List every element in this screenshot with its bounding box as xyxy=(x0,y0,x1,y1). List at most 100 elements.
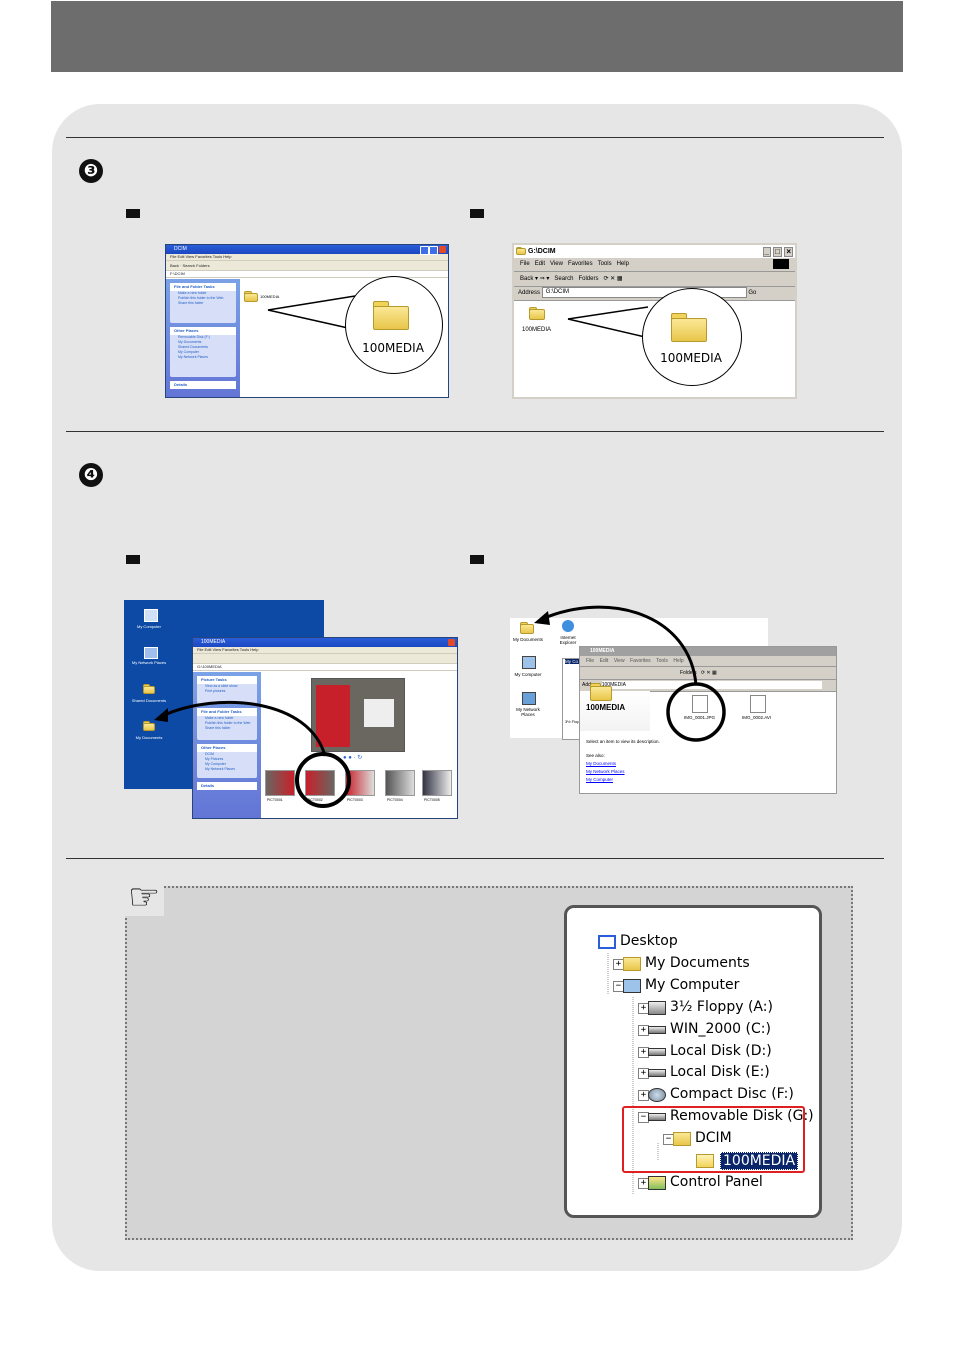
place-link[interactable]: Shared Documents xyxy=(178,345,208,349)
task-link[interactable]: Make a new folder xyxy=(178,291,207,295)
task-link[interactable]: Make a new folder xyxy=(205,716,234,720)
link-my-documents[interactable]: My Documents xyxy=(586,761,617,766)
menu-file[interactable]: File xyxy=(586,658,595,664)
toolbar[interactable]: Back · Search Folders xyxy=(166,261,448,271)
tree-item-label[interactable]: Local Disk (D:) xyxy=(670,1042,772,1059)
tasks-header[interactable]: File and Folder Tasks xyxy=(197,708,257,716)
folders-button[interactable]: Folders xyxy=(578,276,599,282)
task-link[interactable]: View as a slide show xyxy=(205,684,238,688)
menu-bar[interactable]: File Edit View Favorites Tools Help xyxy=(166,254,448,261)
folder-icon[interactable] xyxy=(244,291,258,302)
menu-favorites[interactable]: Favorites xyxy=(630,658,651,664)
thumbnail[interactable] xyxy=(385,770,415,796)
go-button[interactable]: Go xyxy=(748,290,757,297)
menu-tools[interactable]: Tools xyxy=(656,658,668,664)
back-button[interactable]: Back xyxy=(520,276,534,282)
windows-logo-icon xyxy=(773,259,789,269)
maximize-icon[interactable] xyxy=(429,246,438,255)
toolbar: Folders ⟳ ✕ ▦ xyxy=(580,667,836,680)
tree-item-label[interactable]: My Documents xyxy=(645,954,750,971)
folders-button[interactable]: Folders xyxy=(680,670,697,676)
search-button[interactable]: Search xyxy=(554,276,574,282)
place-link[interactable]: My Network Places xyxy=(205,767,235,771)
link-network-places[interactable]: My Network Places xyxy=(586,769,625,774)
address-bar[interactable]: F:\DCIM xyxy=(166,271,448,278)
place-link[interactable]: My Documents xyxy=(178,340,202,344)
place-link[interactable]: My Computer xyxy=(205,762,227,766)
menu-tools[interactable]: Tools xyxy=(597,261,612,267)
pointing-hand-icon: ☞ xyxy=(124,880,165,916)
task-link[interactable]: Share this folder xyxy=(178,301,204,305)
minimize-icon[interactable]: _ xyxy=(762,247,771,257)
viewer-controls[interactable]: ● ● · ↻ xyxy=(343,755,363,761)
tree-item-label[interactable]: Compact Disc (F:) xyxy=(670,1086,794,1103)
folder-icon[interactable] xyxy=(529,307,545,320)
menu-file[interactable]: File xyxy=(520,261,530,267)
tree-item-label[interactable]: Removable Disk (G:) xyxy=(670,1108,814,1125)
details-box: Details xyxy=(197,782,257,790)
close-icon[interactable]: × xyxy=(784,247,793,257)
close-icon[interactable] xyxy=(448,639,455,646)
place-link[interactable]: My Pictures xyxy=(205,757,224,761)
thumbnail[interactable] xyxy=(265,770,295,796)
place-link[interactable]: DCIM xyxy=(205,752,214,756)
menu-edit[interactable]: Edit xyxy=(534,261,546,267)
desktop-icon xyxy=(598,935,616,949)
network-places-icon[interactable] xyxy=(144,647,158,659)
tree-item-label[interactable]: DCIM xyxy=(695,1130,732,1147)
task-link[interactable]: Print pictures xyxy=(205,689,226,693)
avi-file-icon[interactable] xyxy=(750,695,766,713)
place-link[interactable]: Removable Disk (F:) xyxy=(178,335,210,339)
network-places-icon[interactable] xyxy=(522,692,536,705)
menu-view[interactable]: View xyxy=(550,261,563,267)
task-link[interactable]: Share this folder xyxy=(205,726,231,730)
maximize-icon[interactable]: □ xyxy=(773,247,782,257)
menu-view[interactable]: View xyxy=(613,658,625,664)
tree-item-label[interactable]: 3½ Floppy (A:) xyxy=(670,998,773,1015)
tree-item-label[interactable]: Control Panel xyxy=(670,1173,763,1190)
window-title-bar: G:\DCIM × □ _ xyxy=(514,245,795,258)
my-computer-icon[interactable] xyxy=(144,609,158,622)
picture-tasks-box: Picture Tasks View as a slide show Print… xyxy=(197,676,257,704)
menu-edit[interactable]: Edit xyxy=(599,658,609,664)
menu-favorites[interactable]: Favorites xyxy=(567,261,593,267)
tree-item-label[interactable]: My Computer xyxy=(645,976,740,993)
toolbar[interactable] xyxy=(193,654,457,664)
tasks-header[interactable]: Picture Tasks xyxy=(197,676,257,684)
minimize-icon[interactable] xyxy=(420,246,429,255)
see-also-label: See also: xyxy=(586,753,605,758)
details-header[interactable]: Details xyxy=(197,782,257,790)
toolbar: Back ▾ ⇒ ▾ Search Folders ⟳ ✕ ▦ xyxy=(514,272,795,287)
tree-item-label[interactable]: Local Disk (E:) xyxy=(670,1064,770,1081)
places-header[interactable]: Other Places xyxy=(170,327,236,335)
menu-help[interactable]: Help xyxy=(616,261,629,267)
tasks-header[interactable]: File and Folder Tasks xyxy=(170,283,236,291)
internet-explorer-icon[interactable] xyxy=(562,620,574,632)
places-header[interactable]: Other Places xyxy=(197,744,257,752)
address-bar[interactable]: G:\100MEDIA xyxy=(193,664,457,671)
menu-bar[interactable]: File Edit View Favorites Tools Help xyxy=(193,647,457,654)
my-documents-icon[interactable] xyxy=(143,721,155,731)
details-header[interactable]: Details xyxy=(170,381,236,389)
folder-tasks-box: File and Folder Tasks Make a new folder … xyxy=(197,708,257,740)
place-link[interactable]: My Computer xyxy=(178,350,200,354)
desktop-icon-label: My Computer xyxy=(514,672,542,677)
menu-help[interactable]: Help xyxy=(673,658,684,664)
jpg-file-icon[interactable] xyxy=(692,695,708,713)
thumbnail[interactable] xyxy=(305,770,335,796)
task-link[interactable]: Publish this folder to the Web xyxy=(205,721,251,725)
close-icon[interactable] xyxy=(439,246,446,253)
place-link[interactable]: My Network Places xyxy=(178,355,208,359)
tree-item-label[interactable]: WIN_2000 (C:) xyxy=(670,1020,771,1037)
my-documents-icon[interactable] xyxy=(520,622,534,634)
address-input[interactable]: 100MEDIA xyxy=(601,680,822,689)
my-computer-icon[interactable] xyxy=(522,656,536,669)
tree-item-label[interactable]: 100MEDIA xyxy=(720,1152,799,1170)
address-input[interactable]: G:\DCIM xyxy=(541,287,747,298)
task-link[interactable]: Publish this folder to the Web xyxy=(178,296,224,300)
shared-documents-icon[interactable] xyxy=(143,684,155,694)
desktop-icon-label: My Computer xyxy=(136,624,161,629)
tree-item-label[interactable]: Desktop xyxy=(620,933,678,949)
link-my-computer[interactable]: My Computer xyxy=(586,777,614,782)
thumbnail[interactable] xyxy=(422,770,452,796)
